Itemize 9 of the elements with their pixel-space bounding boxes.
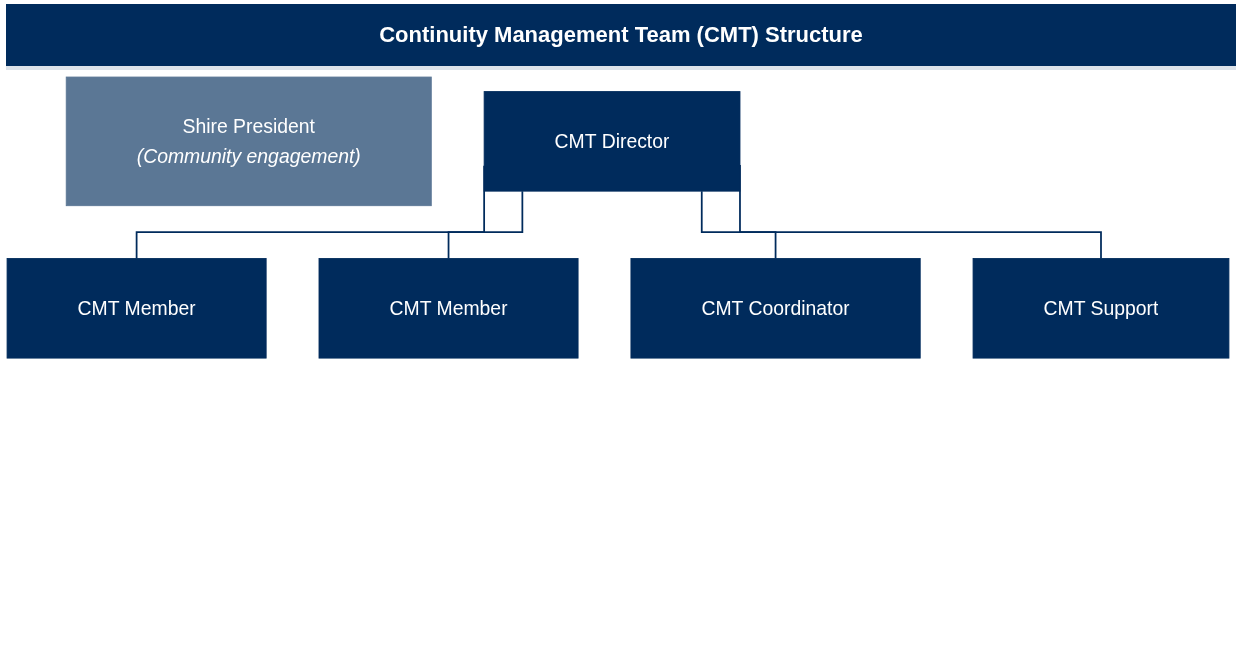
node-box: CMT Coordinator xyxy=(630,258,921,359)
node-box: CMT Member xyxy=(318,258,579,359)
node-box: CMT Support xyxy=(972,258,1230,359)
connector xyxy=(700,190,777,260)
node-box: CMT Director xyxy=(483,91,741,192)
node-box: CMT Member xyxy=(6,258,267,359)
node-box: Shire President (Community engagement) xyxy=(65,76,432,207)
connector xyxy=(447,190,524,260)
title-banner: Continuity Management Team (CMT) Structure xyxy=(6,4,1236,70)
